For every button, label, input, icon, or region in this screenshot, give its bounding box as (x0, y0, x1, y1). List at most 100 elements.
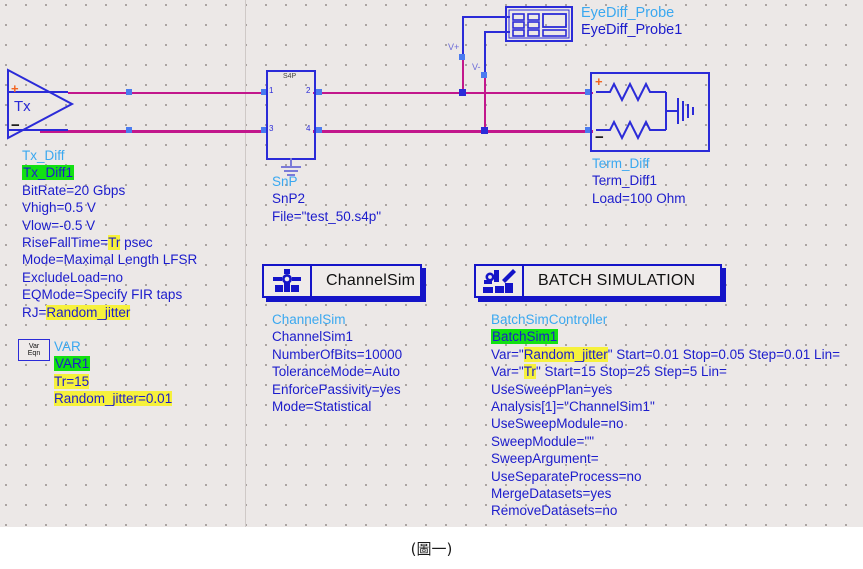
pin-tx-out-plus (126, 89, 132, 95)
batch-sim-param-list: BatchSimController BatchSim1 Var="Random… (491, 311, 840, 520)
var-eqn-icon[interactable]: Var Eqn (18, 339, 50, 361)
var-icon-line2: Eqn (27, 350, 41, 357)
probe-lead-vminus (484, 31, 486, 77)
batch-simulation-title: BATCH SIMULATION (538, 272, 696, 289)
param-row: Var="Random_jitter" Start=0.01 Stop=0.05… (491, 346, 840, 362)
wire-snp-to-term-top[interactable] (313, 92, 593, 94)
param-row: Random_jitter=0.01 (54, 391, 173, 407)
snp-type-label: SnP (272, 174, 298, 189)
pin-tx-out-minus (126, 127, 132, 133)
schematic-canvas[interactable]: V+ V- + − Tx S4P 1 2 3 4 (0, 0, 863, 527)
param-row: Vhigh=0.5 V (22, 200, 96, 216)
probe-pin-vminus (481, 72, 487, 78)
junction-vplus (459, 89, 466, 96)
channel-sim-type-label: ChannelSim (272, 312, 346, 327)
param-row: ExcludeLoad=no (22, 269, 123, 285)
pin-snp-4 (316, 127, 322, 133)
wire-tx-to-snp-bottom[interactable] (40, 130, 266, 133)
term-plus-terminal: + (595, 74, 603, 89)
snp-port-2: 2 (306, 86, 311, 95)
param-row: Mode=Statistical (272, 398, 372, 414)
grid-guide-line (245, 0, 246, 527)
snp-component[interactable] (266, 70, 316, 160)
snp-ground-icon (281, 158, 301, 176)
term-diff-internals (596, 81, 694, 141)
pin-term-plus (585, 89, 591, 95)
probe-lead-vplus (462, 16, 464, 58)
snp-port-4: 4 (306, 124, 311, 133)
pin-term-minus (585, 127, 591, 133)
param-row: UseSweepModule=no (491, 416, 624, 432)
channel-sim-icon (264, 266, 312, 296)
eyediff-probe-instance-label: EyeDiff_Probe1 (581, 22, 683, 38)
batch-simulation-icon (476, 266, 524, 296)
param-row: MergeDatasets=yes (491, 485, 612, 501)
channel-sim-param-list: ChannelSim ChannelSim1 NumberOfBits=1000… (272, 311, 402, 415)
wire-probe-vplus-drop[interactable] (462, 57, 464, 94)
snp-port-3: 3 (269, 124, 274, 133)
snp-rows: File="test_50.s4p" (272, 208, 381, 225)
probe-pin-vplus (459, 54, 465, 60)
param-row: Mode=Maximal Length LFSR (22, 252, 198, 268)
tx-diff-symbol[interactable] (6, 68, 76, 140)
probe-lead-vplus-top (462, 16, 510, 18)
param-row: Analysis[1]="ChannelSim1" (491, 398, 655, 414)
batch-simulation-controller-block[interactable]: BATCH SIMULATION (474, 264, 726, 302)
tx-plus-terminal: + (11, 81, 19, 96)
param-row: File="test_50.s4p" (272, 208, 382, 224)
snp-param-list: SnP SnP2 File="test_50.s4p" (272, 173, 381, 225)
param-row: UseSeparateProcess=no (491, 468, 642, 484)
term-diff-param-list: Term_Diff Term_Diff1 Load=100 Ohm (592, 155, 685, 207)
eye-diagram-probe-icon[interactable] (505, 6, 573, 42)
tx-symbol-label: Tx (14, 98, 31, 115)
wire-tx-to-snp-top[interactable] (68, 92, 266, 94)
param-row: Var="Tr" Start=15 Stop=25 Step=5 Lin= (491, 364, 727, 380)
param-row: SweepArgument= (491, 451, 599, 467)
batch-sim-instance-label: BatchSim1 (491, 329, 559, 345)
wire-snp-to-term-bottom[interactable] (313, 130, 593, 133)
wire-probe-vminus-drop[interactable] (484, 75, 486, 132)
pin-snp-2 (316, 89, 322, 95)
param-row: BitRate=20 Gbps (22, 182, 126, 198)
eyediff-probe-type-label: EyeDiff_Probe (581, 5, 675, 21)
pin-snp-1 (261, 89, 267, 95)
param-row: Vlow=-0.5 V (22, 217, 96, 233)
batch-sim-rows: Var="Random_jitter" Start=0.01 Stop=0.05… (491, 346, 840, 520)
term-diff-rows: Load=100 Ohm (592, 190, 685, 207)
channel-sim-title: ChannelSim (326, 272, 416, 289)
pin-snp-3 (261, 127, 267, 133)
param-row: SweepModule="" (491, 433, 595, 449)
batch-sim-type-label: BatchSimController (491, 312, 608, 327)
var-type-label: VAR (54, 339, 81, 354)
term-diff-instance-label: Term_Diff1 (592, 173, 658, 189)
term-diff-type-label: Term_Diff (592, 156, 650, 171)
param-row: Load=100 Ohm (592, 190, 686, 206)
channel-sim-controller-block[interactable]: ChannelSim (262, 264, 426, 302)
figure-caption: (圖一) (0, 527, 863, 569)
param-row: EQMode=Specify FIR taps (22, 287, 183, 303)
probe-lead-vminus-top (484, 31, 510, 33)
snp-instance-label: SnP2 (272, 191, 306, 207)
tx-diff-type-label: Tx_Diff (22, 148, 65, 163)
node-label-vplus: V+ (448, 42, 460, 52)
param-row: EnforcePassivity=yes (272, 381, 401, 397)
tx-diff-instance-label: Tx_Diff1 (22, 165, 75, 181)
tx-minus-terminal: − (11, 117, 20, 134)
term-minus-terminal: − (595, 129, 604, 146)
param-row: RiseFallTime=Tr psec (22, 234, 153, 250)
param-row: UseSweepPlan=yes (491, 381, 613, 397)
term-diff-component[interactable] (590, 72, 710, 152)
param-row: NumberOfBits=10000 (272, 346, 403, 362)
node-label-vminus: V- (472, 62, 481, 72)
param-row: Tr=15 (54, 373, 90, 389)
var-icon-line1: Var (28, 342, 40, 350)
snp-port-1: 1 (269, 86, 274, 95)
channel-sim-instance-label: ChannelSim1 (272, 329, 354, 345)
param-row: RJ=Random_jitter (22, 304, 131, 320)
param-row: RemoveDatasets=no (491, 503, 618, 519)
